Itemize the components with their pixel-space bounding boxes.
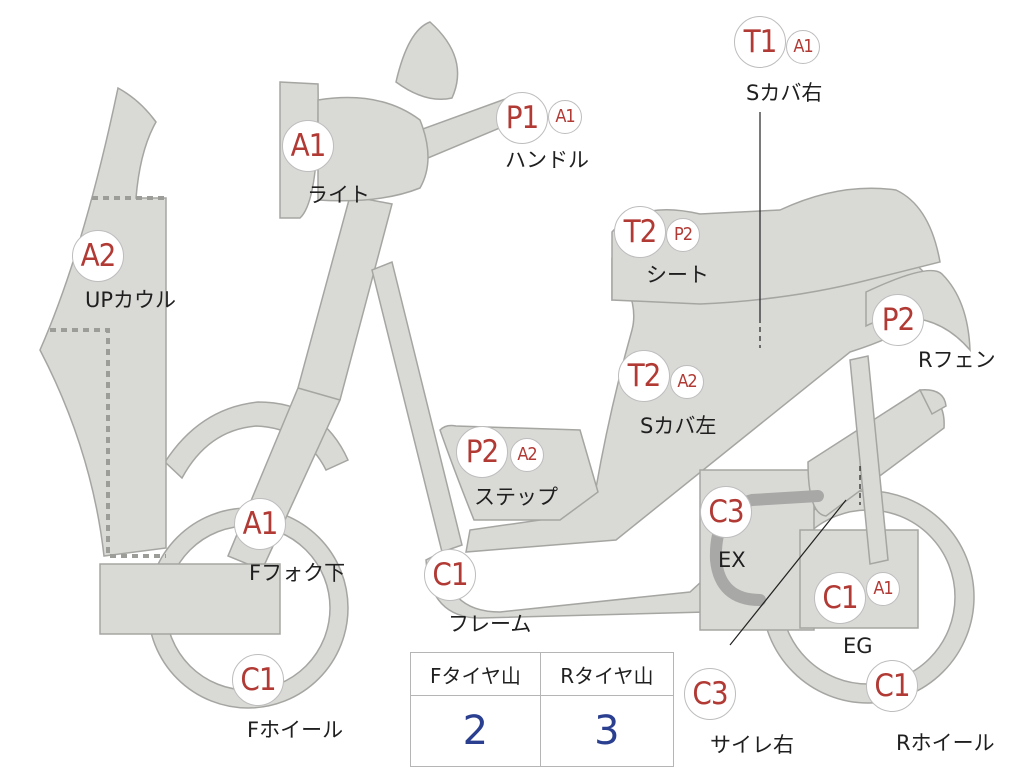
mirror — [395, 21, 459, 100]
f-wheel-code: C1 — [232, 654, 284, 706]
leader-muffler-right — [729, 499, 847, 646]
down-tube — [371, 260, 463, 553]
frame-code: C1 — [424, 549, 476, 601]
r-fender-code: P2 — [872, 294, 924, 346]
seat-label: シート — [646, 263, 709, 287]
seat-subcode: P2 — [666, 218, 700, 252]
engine-label: EG — [843, 634, 873, 658]
frame-label: フレーム — [448, 612, 532, 636]
front-cowl — [39, 86, 167, 557]
muffler-right-code: C3 — [684, 668, 736, 720]
step-label: ステップ — [474, 485, 558, 509]
handle-subcode: A1 — [548, 100, 582, 134]
handle-code: P1 — [496, 92, 548, 144]
s-cover-right-subcode: A1 — [786, 30, 820, 64]
tire-tread-table: Fタイヤ山 Rタイヤ山 2 3 — [410, 652, 675, 767]
s-cover-right-label: Sカバ右 — [746, 81, 823, 105]
up-cowl-label: UPカウル — [85, 288, 177, 312]
s-cover-left-code: T2 — [618, 350, 670, 402]
s-cover-left-label: Sカバ左 — [640, 414, 717, 438]
engine-code: C1 — [814, 572, 866, 624]
seat-code: T2 — [614, 206, 666, 258]
rear-shock — [849, 355, 889, 565]
light-code: A1 — [282, 120, 334, 172]
up-cowl-code: A2 — [72, 230, 124, 282]
head-unit — [317, 96, 429, 202]
f-fork-lower-code: A1 — [234, 498, 286, 550]
exhaust-code: C3 — [700, 486, 752, 538]
muffler-right-label: サイレ右 — [710, 733, 794, 757]
light-label: ライト — [307, 183, 370, 207]
f-tire-value: 2 — [410, 695, 541, 767]
r-tire-header: Rタイヤ山 — [539, 652, 675, 696]
exhaust-label: EX — [718, 548, 746, 572]
step-code: P2 — [456, 426, 508, 478]
r-wheel-label: Rホイール — [896, 731, 995, 755]
s-cover-right-code: T1 — [734, 16, 786, 68]
muffler-cap — [918, 389, 947, 416]
r-tire-value: 3 — [539, 695, 675, 767]
r-fender-label: Rフェン — [918, 348, 996, 372]
handle-label: ハンドル — [505, 148, 589, 172]
seat — [611, 187, 941, 305]
s-cover-left-subcode: A2 — [670, 365, 704, 399]
f-fork-lower-label: Fフォク下 — [249, 561, 346, 585]
cowl-mid-dotted — [50, 328, 166, 558]
step-subcode: A2 — [510, 438, 544, 472]
f-wheel-label: Fホイール — [247, 718, 344, 742]
r-wheel-code: C1 — [866, 660, 918, 712]
f-tire-header: Fタイヤ山 — [410, 652, 541, 696]
front-footboard — [99, 563, 281, 635]
engine-subcode: A1 — [866, 572, 900, 606]
